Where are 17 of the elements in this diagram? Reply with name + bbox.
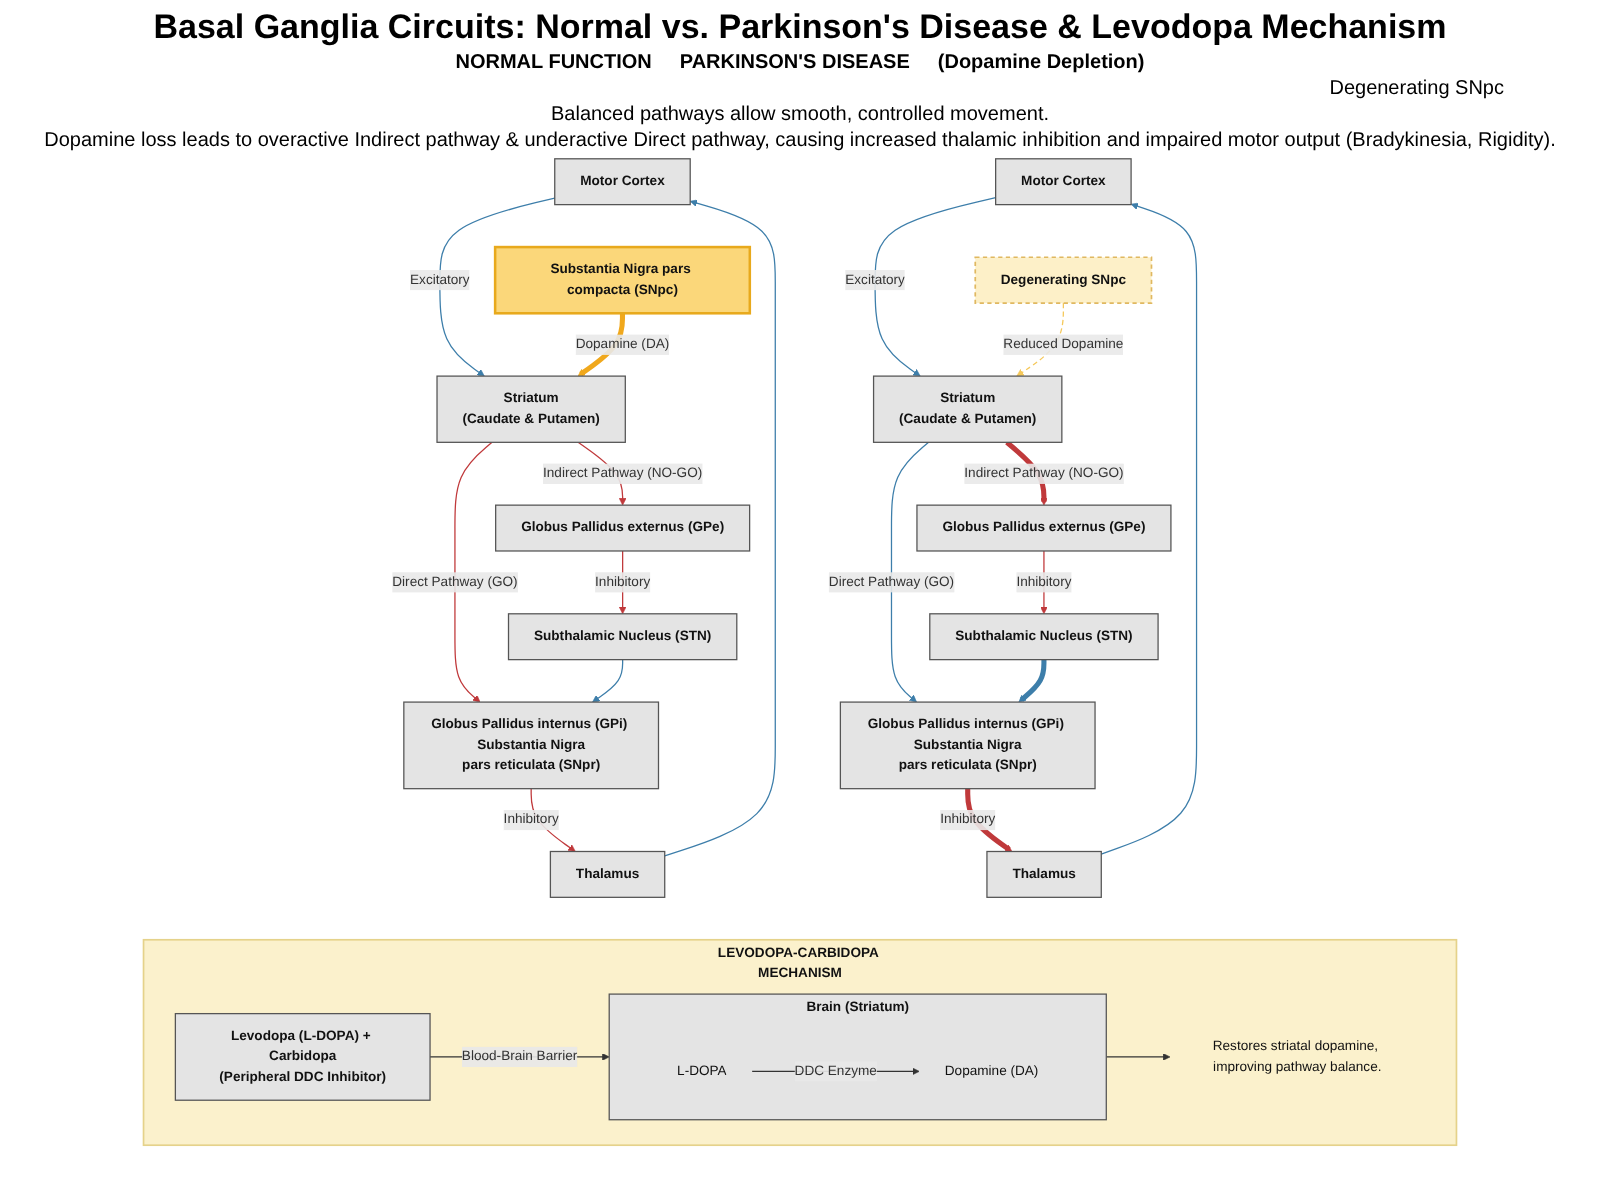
arrow	[664, 199, 776, 857]
arrow	[592, 659, 624, 703]
arrow	[454, 441, 493, 703]
arrow	[1016, 302, 1064, 377]
diagram-title: Basal Ganglia Circuits: Normal vs. Parkinson's Disease & Levodopa Mechanism	[151, 8, 1449, 48]
panel-heading: NORMAL FUNCTION	[455, 52, 652, 74]
note-text: Dopamine loss leads to overactive Indirect pathway & underactive Direct pathway, causing increased thalamic inhibition and impaired motor output (Bradykinesia, Rigidity).	[44, 130, 1556, 152]
panel-heading: (Dopamine Depletion)	[937, 52, 1145, 74]
node-caption: Degenerating SNpc	[1327, 78, 1506, 100]
arrow	[439, 197, 556, 377]
arrow	[1100, 202, 1198, 855]
arrow	[1105, 1053, 1171, 1061]
arrow	[890, 441, 930, 703]
note-text: Balanced pathways allow smooth, controlled movement.	[550, 104, 1050, 126]
arrow	[874, 196, 997, 377]
panel-heading: PARKINSON'S DISEASE	[679, 52, 910, 74]
arrow	[1018, 659, 1047, 703]
